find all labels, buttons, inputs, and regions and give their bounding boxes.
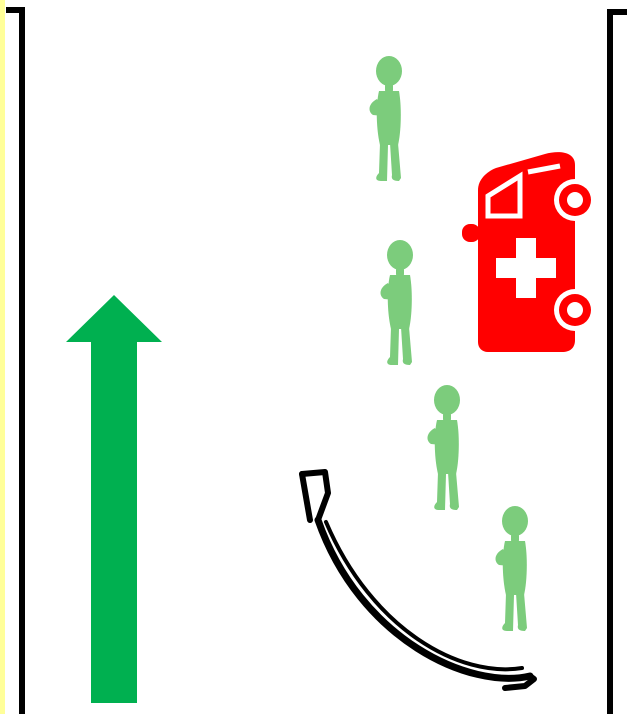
up-arrow-icon bbox=[66, 295, 162, 703]
ambulance-icon bbox=[462, 152, 596, 352]
person-icon-1 bbox=[370, 56, 402, 181]
right-lane-line bbox=[610, 12, 627, 714]
road-edge-stripe bbox=[0, 0, 5, 714]
person-icon-4 bbox=[496, 506, 528, 631]
person-icon-2 bbox=[381, 240, 413, 365]
curved-arrow-icon bbox=[302, 472, 534, 688]
left-lane-line bbox=[6, 10, 22, 714]
person-icon-3 bbox=[428, 385, 460, 510]
